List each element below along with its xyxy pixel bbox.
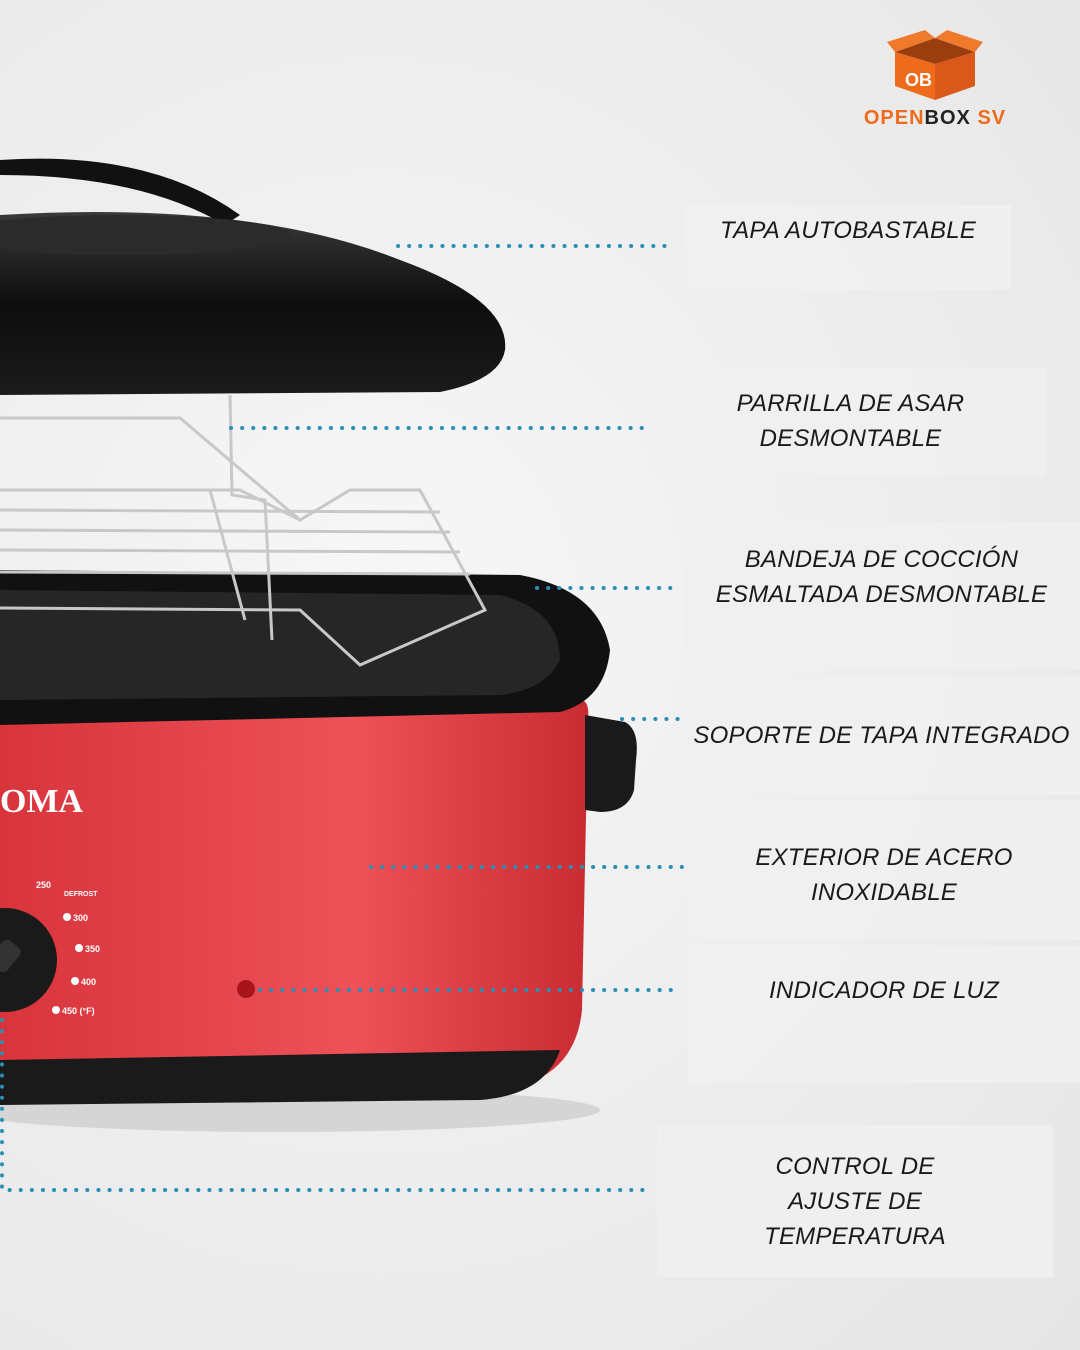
feature-label-lid: TAPA AUTOBASTABLE xyxy=(685,205,1011,290)
indicator-light xyxy=(237,980,255,998)
leader-line-control xyxy=(0,1018,652,1192)
leader-lines xyxy=(0,244,688,1192)
lid-handle xyxy=(0,158,240,225)
side-handle xyxy=(585,715,637,812)
feature-label-rack: PARRILLA DE ASAR DESMONTABLE xyxy=(655,368,1046,476)
logo-wordmark: OPENBOX SV xyxy=(863,107,1007,129)
svg-text:450 (°F): 450 (°F) xyxy=(62,1006,95,1016)
svg-text:300: 300 xyxy=(73,913,88,923)
product-brand-text: OMA xyxy=(0,783,84,820)
box-icon: OB xyxy=(887,30,983,100)
temperature-dial xyxy=(0,908,57,1012)
feature-label-temperature-control: CONTROL DE AJUSTE DE TEMPERATURA xyxy=(657,1125,1053,1277)
feature-label-lid-rest: SOPORTE DE TAPA INTEGRADO xyxy=(683,676,1080,795)
svg-text:OB: OB xyxy=(905,70,932,90)
svg-text:250: 250 xyxy=(36,880,51,890)
svg-text:350: 350 xyxy=(85,944,100,954)
svg-text:400: 400 xyxy=(81,977,96,987)
red-body xyxy=(0,700,589,1095)
svg-text:DEFROST: DEFROST xyxy=(64,891,98,898)
base xyxy=(0,1050,560,1105)
dial-markings: 250 DEFROST 300 350 400 450 (°F) xyxy=(36,880,100,1016)
roasting-rack xyxy=(0,394,488,667)
feature-label-pan: BANDEJA DE COCCIÓN ESMALTADA DESMONTABLE xyxy=(683,522,1080,669)
feature-label-indicator-light: INDICADOR DE LUZ xyxy=(688,945,1080,1083)
feature-label-exterior: EXTERIOR DE ACERO INOXIDABLE xyxy=(688,800,1080,940)
openbox-logo: OB OPENBOX SV xyxy=(855,28,1015,130)
lid xyxy=(0,212,506,395)
